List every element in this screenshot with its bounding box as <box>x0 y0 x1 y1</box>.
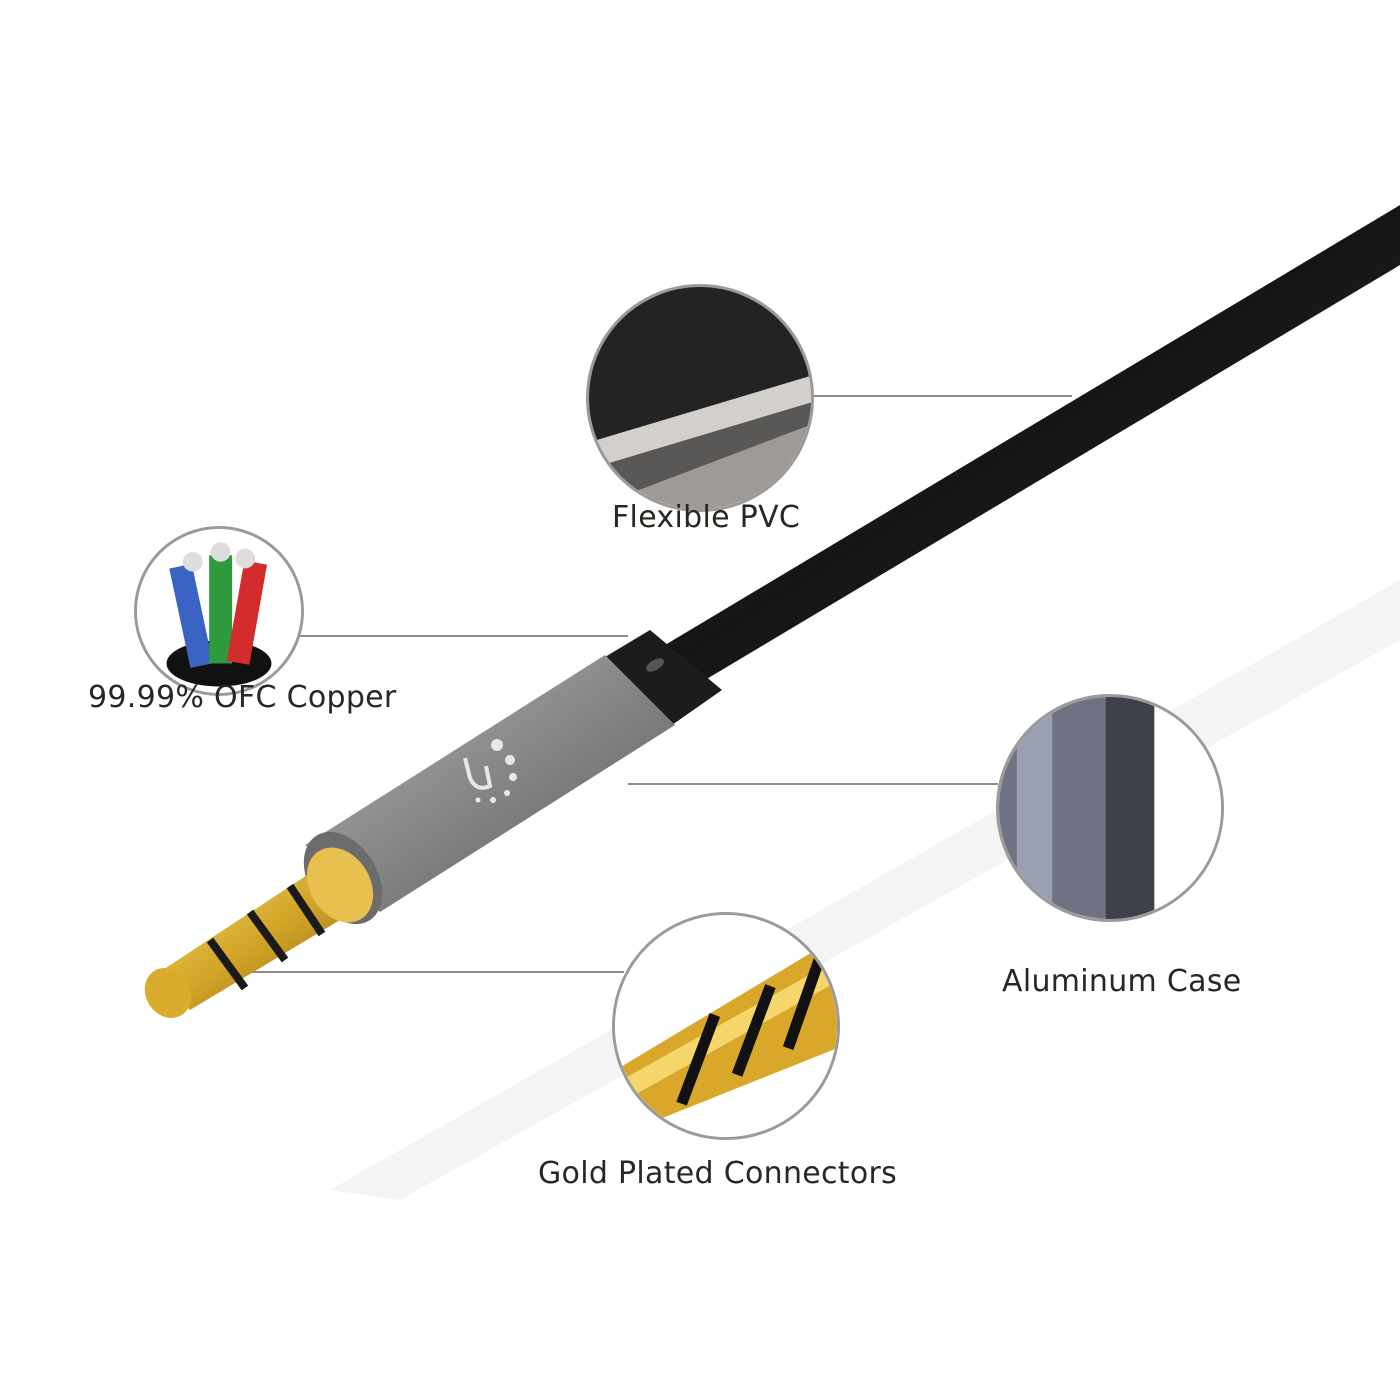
pvc-jacket-icon <box>589 287 811 509</box>
feature-label-aluminum-case: Aluminum Case <box>1002 964 1242 999</box>
feature-label-gold-connectors: Gold Plated Connectors <box>538 1156 898 1191</box>
feature-label-flexible-pvc: Flexible PVC <box>612 500 801 535</box>
callout-gold-connectors <box>612 912 840 1140</box>
callout-aluminum-case <box>996 694 1224 922</box>
callout-ofc-copper <box>134 526 304 696</box>
gold-plug-icon <box>615 915 837 1137</box>
brand-logo-icon <box>463 739 517 803</box>
feature-label-ofc-copper: 99.99% OFC Copper <box>88 680 397 715</box>
copper-wires-icon <box>137 529 301 693</box>
callout-flexible-pvc <box>586 284 814 512</box>
aluminum-housing-icon <box>999 697 1221 919</box>
